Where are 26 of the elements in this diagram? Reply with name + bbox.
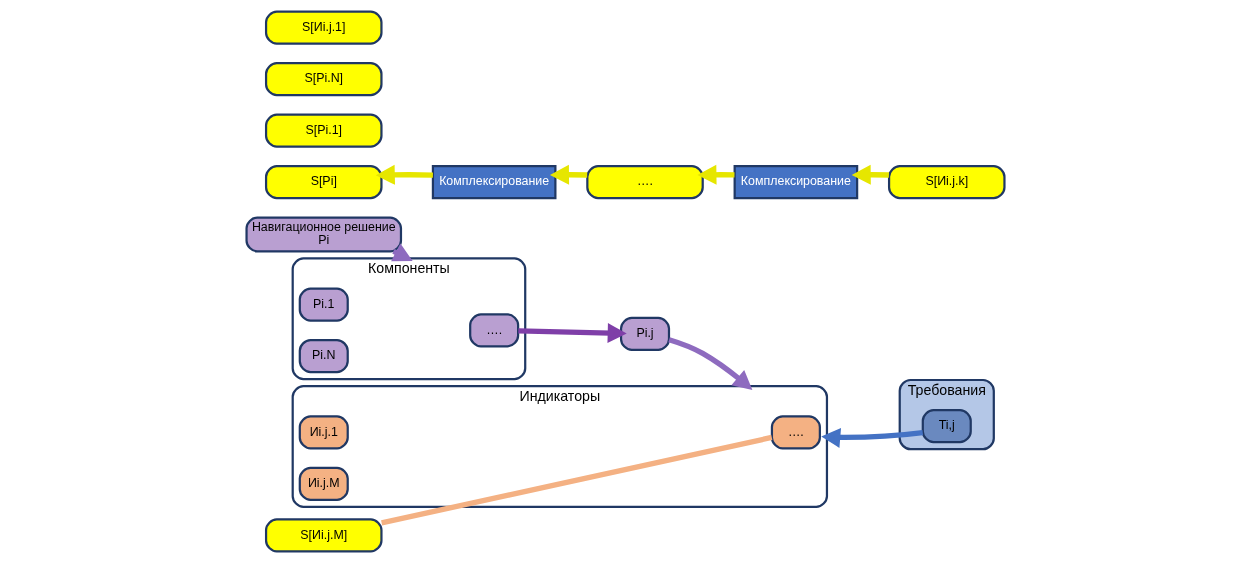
connector [380, 434, 772, 526]
arrow [667, 337, 752, 390]
arrow [696, 164, 735, 185]
node-box: Pi.N [298, 338, 349, 374]
arrow [375, 164, 433, 185]
node-box: Ti,j [921, 409, 972, 444]
node-box: Pi.1 [298, 287, 349, 322]
arrow [517, 323, 627, 343]
arrow [549, 164, 587, 185]
node-box: …. [468, 313, 519, 348]
node-box: S[Pi.N] [264, 62, 383, 97]
node-box: S[Иi.j.M] [264, 518, 383, 553]
arrow [851, 164, 889, 185]
node-box: Иi.j.M [298, 466, 349, 501]
node-box: Pi.j [619, 316, 670, 351]
node-box: S[Pi.1] [264, 113, 383, 148]
node-box: S[Иi.j.1] [264, 10, 383, 45]
node-box: S[Иi.j.k] [887, 165, 1006, 200]
arrow [820, 428, 923, 448]
node-box: S[Pi] [264, 165, 383, 200]
node-box: Навигационное решение Pi [244, 216, 402, 253]
node-box: Иi.j.1 [298, 415, 349, 450]
node-box: Комплексирование [733, 165, 858, 200]
node-box: …. [770, 415, 821, 450]
node-box: …. [585, 165, 704, 200]
node-box: Комплексирование [431, 165, 556, 200]
